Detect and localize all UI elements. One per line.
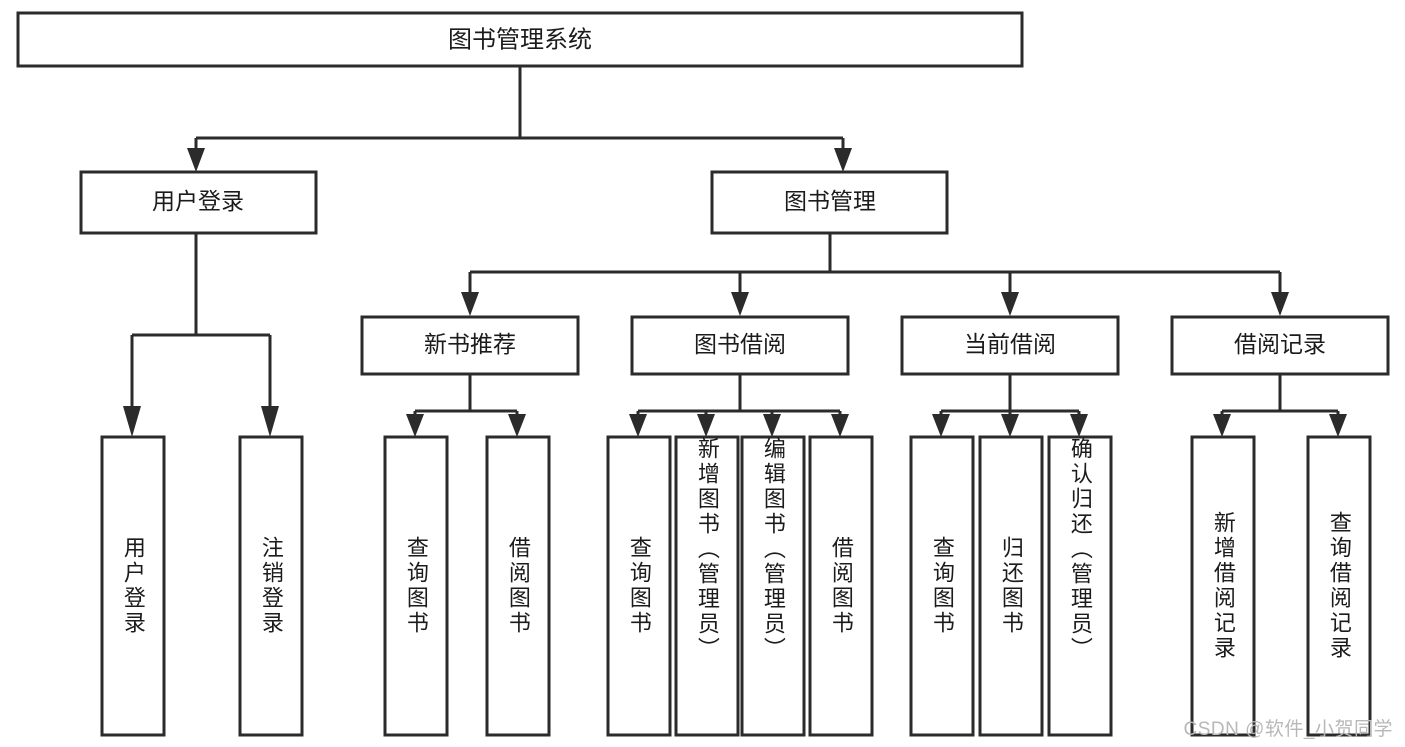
leaf-box-add-record[interactable] bbox=[1190, 435, 1256, 737]
leaf-box-borrow-book-2[interactable] bbox=[808, 435, 874, 737]
node-current-borrow[interactable]: 当前借阅 bbox=[900, 315, 1120, 376]
connector-currentborrow-to-leaves bbox=[932, 375, 1088, 437]
node-book-management-label: 图书管理 bbox=[784, 188, 876, 214]
connector-bookborrow-to-leaves bbox=[629, 375, 849, 437]
connector-borrowrecord-to-leaves bbox=[1213, 375, 1347, 437]
node-borrow-record[interactable]: 借阅记录 bbox=[1170, 315, 1390, 376]
node-new-book-recommend-label: 新书推荐 bbox=[424, 331, 516, 357]
csdn-watermark: CSDN @软件_小贺同学 bbox=[1183, 719, 1393, 740]
leaf-box-confirm-return[interactable] bbox=[1047, 435, 1113, 737]
leaf-box-return-book[interactable] bbox=[978, 435, 1044, 737]
connector-bookmgmt-to-level3 bbox=[461, 233, 1289, 316]
node-book-borrow-label: 图书借阅 bbox=[694, 331, 786, 357]
leaf-box-query-book-2[interactable] bbox=[606, 435, 672, 737]
leaf-box-query-book-3[interactable] bbox=[909, 435, 975, 737]
node-user-login-label: 用户登录 bbox=[152, 188, 244, 214]
node-book-borrow[interactable]: 图书借阅 bbox=[630, 315, 850, 376]
leaf-box-user-login[interactable] bbox=[100, 435, 166, 737]
node-root[interactable]: 图书管理系统 bbox=[16, 11, 1024, 68]
node-root-label: 图书管理系统 bbox=[448, 26, 592, 53]
leaf-boxes bbox=[100, 435, 1372, 737]
leaf-box-edit-book[interactable] bbox=[740, 435, 806, 737]
leaf-box-logout[interactable] bbox=[238, 435, 304, 737]
node-user-login[interactable]: 用户登录 bbox=[79, 170, 318, 235]
node-book-management[interactable]: 图书管理 bbox=[710, 170, 949, 235]
connector-userlogin-to-leaves bbox=[123, 233, 279, 437]
leaf-box-query-record[interactable] bbox=[1306, 435, 1372, 737]
connector-root-to-level2 bbox=[187, 66, 852, 172]
node-current-borrow-label: 当前借阅 bbox=[964, 331, 1056, 357]
node-borrow-record-label: 借阅记录 bbox=[1234, 331, 1326, 357]
leaf-box-add-book[interactable] bbox=[674, 435, 740, 737]
leaf-box-query-book-1[interactable] bbox=[383, 435, 449, 737]
connector-newbook-to-leaves bbox=[406, 375, 526, 437]
node-new-book-recommend[interactable]: 新书推荐 bbox=[360, 315, 580, 376]
leaf-box-borrow-book-1[interactable] bbox=[485, 435, 551, 737]
